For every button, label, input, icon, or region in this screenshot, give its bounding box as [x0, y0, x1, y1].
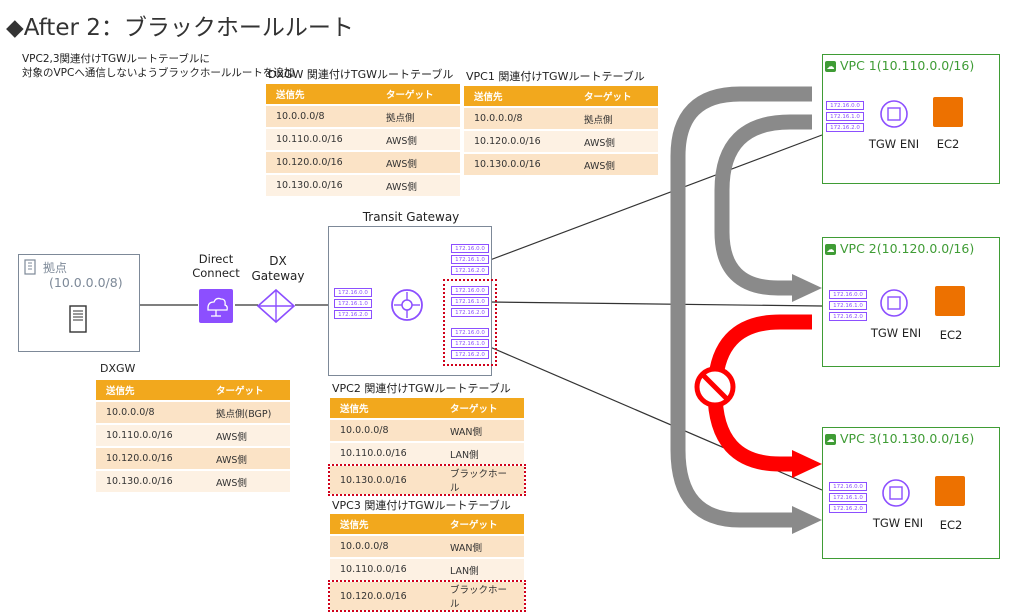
tgw-to-vpc2-line [489, 301, 823, 307]
page-title: ◆After 2：ブラックホールルート [6, 15, 354, 41]
vpc1-tgw-table-caption: VPC1 関連付けTGWルートテーブル [466, 70, 645, 83]
tgw-eni-icon [882, 479, 910, 507]
vpc1-eni-label: TGW ENI [868, 137, 920, 151]
vpc3-ec2-label: EC2 [939, 518, 963, 532]
direct-connect-icon [199, 289, 233, 323]
ec2-icon [935, 476, 965, 506]
vpc2-title: ☁VPC 2(10.120.0.0/16) [825, 241, 975, 256]
vpc3-title: ☁VPC 3(10.130.0.0/16) [825, 431, 975, 446]
site-name: 拠点 [43, 261, 68, 275]
building-icon [24, 259, 36, 275]
cloud-icon: ☁ [825, 434, 836, 445]
vpc1-to-vpc3-route-arrow [670, 86, 812, 528]
direct-connect-label: Direct Connect [192, 252, 240, 280]
cloud-icon: ☁ [825, 244, 836, 255]
site-cidr: (10.0.0.0/8) [49, 275, 123, 290]
ec2-icon [935, 286, 965, 316]
tgw-eni-icon [880, 289, 908, 317]
vpc1-to-vpc2-route-arrow [714, 114, 812, 296]
ec2-icon [933, 97, 963, 127]
dx-gateway-icon [256, 288, 296, 324]
transit-gateway-icon [391, 289, 423, 321]
vpc3-tgw-table-caption: VPC3 関連付けTGWルートテーブル [332, 499, 511, 512]
vpc3-eni-label: TGW ENI [872, 516, 924, 530]
cloud-icon: ☁ [825, 61, 836, 72]
vpc2-eni-label: TGW ENI [870, 326, 922, 340]
vpc2-arrowhead [792, 274, 822, 302]
vpc2-tgw-table-caption: VPC2 関連付けTGWルートテーブル [332, 382, 511, 395]
vpc1-ec2-label: EC2 [936, 137, 960, 151]
vpc1-title: ☁VPC 1(10.110.0.0/16) [825, 58, 975, 73]
vpc2-ec2-label: EC2 [939, 328, 963, 342]
blocked-arrowhead [792, 450, 822, 478]
server-icon [69, 305, 87, 333]
tgw-to-vpc1-line [489, 134, 823, 261]
description-note: VPC2,3関連付けTGWルートテーブルに 対象のVPCへ通信しないようブラック… [22, 53, 295, 79]
dx-gateway-label: DX Gateway [251, 254, 305, 283]
transit-gateway-label: Transit Gateway [362, 210, 460, 224]
tgw-eni-icon [880, 100, 908, 128]
vpc3-arrowhead [792, 506, 822, 534]
dxgw-routes-caption: DXGW [100, 362, 136, 375]
dxgw-tgw-table-caption: DXGW 関連付けTGWルートテーブル [268, 68, 454, 81]
site-box: 拠点 (10.0.0.0/8) [18, 254, 140, 352]
